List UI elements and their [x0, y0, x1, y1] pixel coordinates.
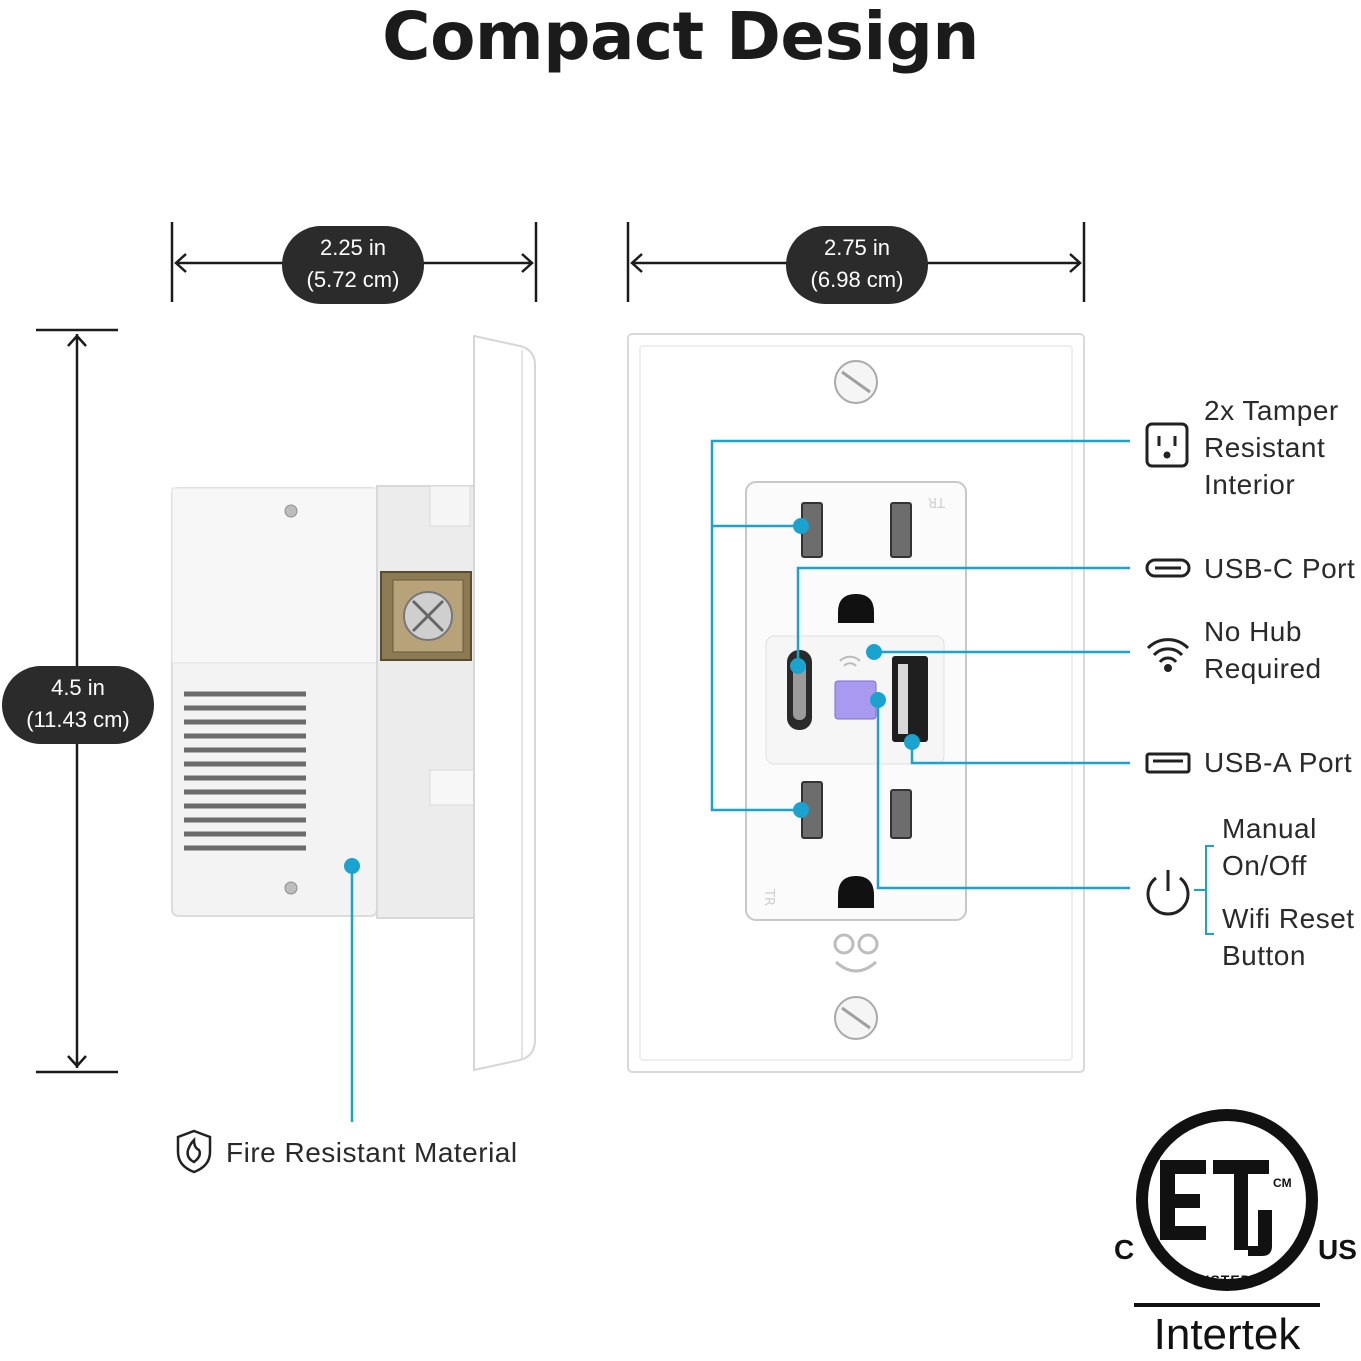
etl-us-text: US	[1318, 1234, 1357, 1265]
tr-mark-top: TR	[928, 494, 945, 509]
etl-listed-text: LISTED	[1196, 1272, 1252, 1288]
side-width-inches: 2.25 in	[319, 235, 387, 260]
callout-dots	[344, 518, 920, 874]
front-view-device	[627, 333, 1085, 1073]
no-hub-line-2: Required	[1204, 653, 1322, 684]
usb-a-icon	[1145, 752, 1191, 774]
height-cm: (11.43 cm)	[26, 707, 130, 732]
no-hub-line-1: No Hub	[1204, 616, 1302, 647]
etl-cm-text: CM	[1273, 1176, 1292, 1190]
etl-c-text: C	[1114, 1234, 1135, 1265]
manual-line-1: Manual	[1222, 813, 1317, 844]
side-view-device	[171, 334, 536, 1072]
height-pill: 4.5 in (11.43 cm)	[2, 666, 154, 744]
bracket	[1194, 845, 1214, 935]
front-width-inches: 2.75 in	[823, 235, 891, 260]
tamper-resistant-label: 2x Tamper Resistant Interior	[1204, 392, 1339, 503]
brand-logo	[833, 933, 879, 973]
front-width-pill: 2.75 in (6.98 cm)	[786, 226, 928, 304]
side-width-cm: (5.72 cm)	[306, 267, 400, 292]
manual-on-off-label: Manual On/Off	[1222, 810, 1317, 884]
wifi-reset-label: Wifi Reset Button	[1222, 900, 1355, 974]
fire-shield-icon	[176, 1129, 212, 1174]
page-title: Compact Design	[382, 0, 979, 75]
manual-line-2: On/Off	[1222, 850, 1307, 881]
fire-resistant-label: Fire Resistant Material	[226, 1137, 518, 1168]
no-hub-label: No Hub Required	[1204, 613, 1322, 687]
usb-c-label: USB-C Port	[1204, 553, 1356, 584]
tamper-line-1: 2x Tamper	[1204, 395, 1339, 426]
intertek-text: Intertek	[1153, 1310, 1301, 1359]
wifi-icon	[1146, 638, 1190, 672]
etl-logo	[1134, 1109, 1320, 1307]
tamper-line-3: Interior	[1204, 469, 1296, 500]
reset-line-1: Wifi Reset	[1222, 903, 1355, 934]
tamper-line-2: Resistant	[1204, 432, 1326, 463]
vent-slots	[184, 691, 306, 851]
tr-mark-bottom: TR	[760, 889, 776, 906]
usb-c-icon	[1145, 558, 1191, 578]
front-width-cm: (6.98 cm)	[810, 267, 904, 292]
usb-a-label: USB-A Port	[1204, 747, 1353, 778]
reset-line-2: Button	[1222, 940, 1306, 971]
height-inches: 4.5 in	[51, 675, 105, 700]
power-icon	[1146, 870, 1190, 916]
side-width-pill: 2.25 in (5.72 cm)	[282, 226, 424, 304]
outlet-icon	[1145, 422, 1189, 468]
